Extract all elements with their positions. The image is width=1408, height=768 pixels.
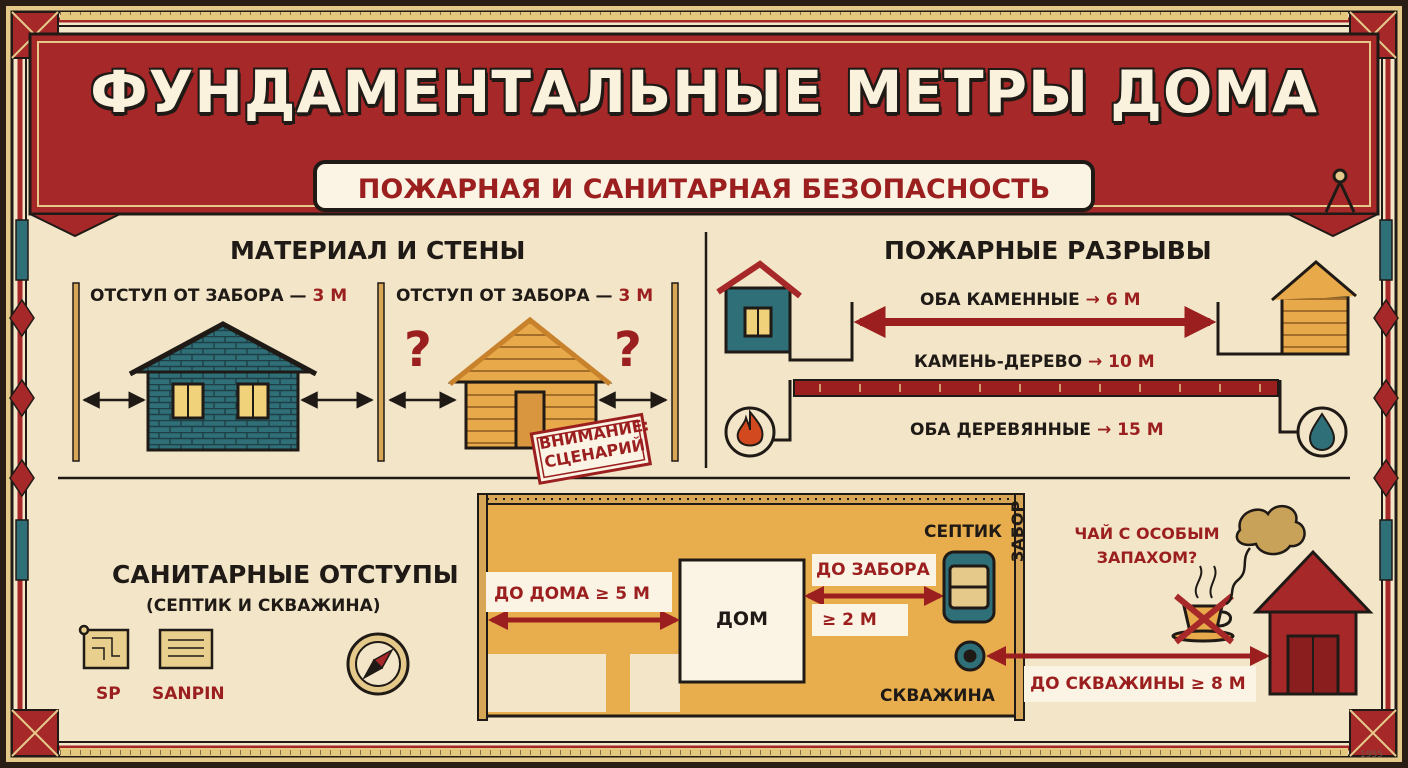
page-title: ФУНДАМЕНТАЛЬНЫЕ МЕТРЫ ДОМА — [90, 58, 1318, 126]
section-dividers — [58, 232, 1350, 480]
brick-setback-text: ОТСТУП ОТ ЗАБОРА — — [90, 286, 307, 306]
stone-break-label: ОБА КАМЕННЫЕ → 6 М — [920, 290, 1141, 310]
fire-heading: ПОЖАРНЫЕ РАЗРЫВЫ — [884, 236, 1212, 265]
question-mark-left: ? — [404, 322, 432, 378]
mixed-break-label: КАМЕНЬ-ДЕРЕВО → 10 М — [914, 352, 1155, 372]
year-mark: 1955 — [1360, 750, 1383, 760]
wood-break-value: → 15 М — [1096, 420, 1164, 440]
well-setback-label: ДО СКВАЖИНЫ ≥ 8 М — [1030, 674, 1246, 694]
question-mark-right: ? — [614, 322, 642, 378]
house-setback-label: ДО ДОМА ≥ 5 М — [494, 584, 650, 604]
wood-break-label: ОБА ДЕРЕВЯННЫЕ → 15 М — [910, 420, 1164, 440]
well-icon — [954, 640, 986, 672]
wood-setback-label: ОТСТУП ОТ ЗАБОРА — 3 М — [396, 286, 653, 306]
sp-label: SP — [96, 684, 121, 704]
brick-house-icon — [128, 321, 318, 452]
tea-joke-label: ЧАЙ С ОСОБЫМ ЗАПАХОМ? — [1070, 522, 1224, 570]
tea-joke-line1: ЧАЙ С ОСОБЫМ — [1074, 524, 1220, 543]
stone-break-text: ОБА КАМЕННЫЕ — [920, 290, 1080, 310]
sanpin-document-icon — [158, 628, 214, 670]
crossed-tea-cup-icon — [1171, 565, 1235, 645]
brick-setback-label: ОТСТУП ОТ ЗАБОРА — 3 М — [90, 286, 347, 306]
mixed-break-value: → 10 М — [1087, 352, 1155, 372]
fence-post — [72, 282, 679, 462]
drafting-compass-icon — [1324, 168, 1356, 213]
log-house-icon — [447, 316, 613, 450]
blueprint-icon — [78, 624, 130, 670]
fence-setback-text: ДО ЗАБОРА — [816, 560, 930, 580]
stone-break-value: → 6 М — [1085, 290, 1141, 310]
compass-icon — [346, 632, 410, 696]
mixed-break-text: КАМЕНЬ-ДЕРЕВО — [914, 352, 1083, 372]
wooden-house-icon — [1271, 260, 1357, 356]
tea-joke-line2: ЗАПАХОМ? — [1096, 548, 1198, 567]
septic-label: СЕПТИК — [924, 522, 1003, 542]
neighbour-house-icon — [1252, 549, 1374, 696]
page-subtitle: ПОЖАРНАЯ И САНИТАРНАЯ БЕЗОПАСНОСТЬ — [313, 160, 1095, 212]
water-drop-icon — [1296, 406, 1348, 458]
wood-break-text: ОБА ДЕРЕВЯННЫЕ — [910, 420, 1092, 440]
sanitary-heading: САНИТАРНЫЕ ОТСТУПЫ — [112, 560, 459, 589]
warning-stamp — [529, 412, 653, 485]
stone-house-icon — [716, 260, 802, 354]
fence-setback-value: ≥ 2 М — [822, 610, 877, 630]
brick-setback-value: 3 М — [312, 286, 348, 306]
septic-tank-icon — [942, 550, 996, 624]
distance-ruler — [793, 379, 1279, 397]
sanpin-label: SANPIN — [152, 684, 225, 704]
house-label: ДОМ — [716, 608, 768, 630]
well-label: СКВАЖИНА — [880, 686, 995, 706]
fence-label: ЗАБОР — [1008, 500, 1027, 562]
sanitary-subheading: (СЕПТИК И СКВАЖИНА) — [146, 596, 381, 616]
smell-cloud-icon — [1225, 504, 1306, 606]
walls-heading: МАТЕРИАЛ И СТЕНЫ — [230, 236, 526, 265]
wood-setback-value: 3 М — [618, 286, 654, 306]
house-block — [678, 558, 806, 684]
fire-icon — [724, 406, 776, 458]
wood-setback-text: ОТСТУП ОТ ЗАБОРА — — [396, 286, 613, 306]
